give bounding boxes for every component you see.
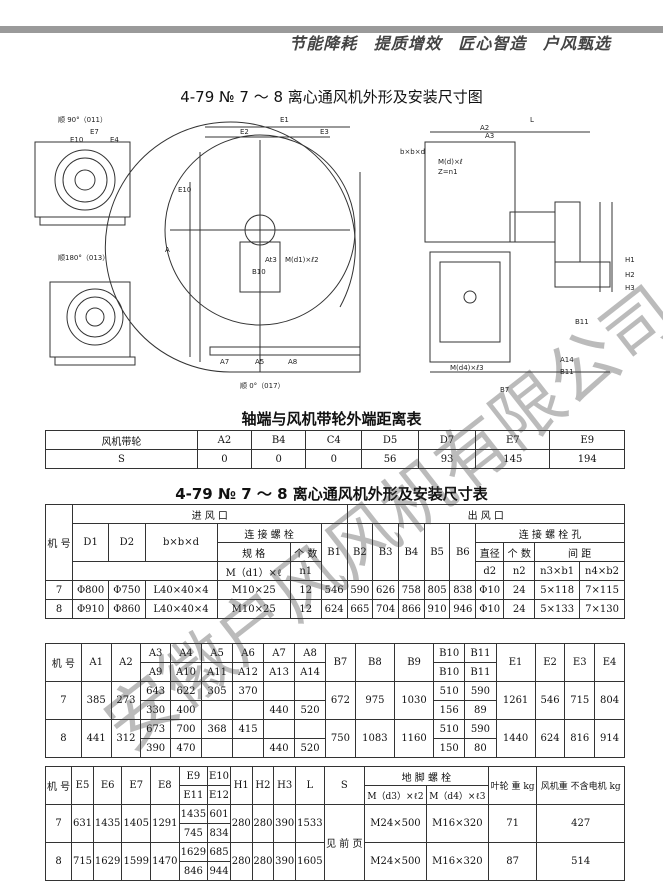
size-table-inlet-outlet: 机 号 进 风 口 出 风 口 D1 D2 b×b×d 连 接 螺 栓 B1 B… <box>45 504 625 619</box>
t1-machine: 机 号 <box>45 504 73 581</box>
t1-count2: 个 数 <box>503 542 536 562</box>
view-label-0: 顺 0°（017） <box>240 382 285 390</box>
t1-count: 个 数 <box>289 542 322 562</box>
svg-text:A: A <box>165 246 170 254</box>
t1-bolt-hole: 连 接 螺 栓 孔 <box>475 523 625 543</box>
dist-c1: 0 <box>196 449 252 469</box>
t1-h-B5: B5 <box>423 523 451 581</box>
dist-h1: A2 <box>196 430 252 450</box>
svg-text:L: L <box>530 116 534 124</box>
svg-text:A5: A5 <box>255 358 264 366</box>
t1-h-B4: B4 <box>397 523 425 581</box>
svg-text:b×b×d: b×b×d <box>400 148 425 156</box>
dist-h2: B4 <box>250 430 307 450</box>
t1-h-bbd: b×b×d <box>144 523 218 562</box>
svg-text:B7: B7 <box>500 386 509 394</box>
dist-h0: 风机带轮 <box>45 430 198 450</box>
svg-text:B11: B11 <box>575 318 589 326</box>
dist-c6: 145 <box>475 449 551 469</box>
svg-text:H3: H3 <box>625 284 635 292</box>
svg-text:E4: E4 <box>110 136 119 144</box>
t1-h-n1: n1 <box>289 561 322 581</box>
header-rule <box>0 26 663 33</box>
t1-h-M: M（d1）×ℓ <box>216 561 291 581</box>
svg-text:E1: E1 <box>280 116 289 124</box>
distance-table: 风机带轮 A2 B4 C4 D5 D7 E7 E9 S 0 0 0 56 93 … <box>45 430 625 469</box>
svg-text:At3: At3 <box>265 256 277 264</box>
svg-text:H1: H1 <box>625 256 635 264</box>
dist-h7: E9 <box>549 430 625 450</box>
t1-bolt: 连 接 螺 栓 <box>216 523 322 543</box>
svg-text:A3: A3 <box>485 132 494 140</box>
svg-text:E10: E10 <box>178 186 191 194</box>
slogan-4: 户风甄选 <box>542 34 611 53</box>
dist-c2: 0 <box>250 449 307 469</box>
t1-h-n4b2: n4×b2 <box>579 561 625 581</box>
dist-c0: S <box>45 449 198 469</box>
t1-h-B2: B2 <box>346 523 374 581</box>
svg-text:E10: E10 <box>70 136 83 144</box>
view-label-90: 顺 90°（011） <box>58 116 107 124</box>
svg-text:M(d)×ℓ: M(d)×ℓ <box>438 158 463 166</box>
t1-dia: 直径 <box>475 542 505 562</box>
dist-h5: D7 <box>418 430 477 450</box>
dist-h4: D5 <box>361 430 420 450</box>
slogan-3: 匠心智造 <box>458 34 527 53</box>
t1-inlet: 进 风 口 <box>72 504 348 524</box>
svg-text:M(d4)×ℓ3: M(d4)×ℓ3 <box>450 364 484 372</box>
t1-h-n2: n2 <box>503 561 536 581</box>
t1-spacing: 间 距 <box>534 542 625 562</box>
svg-text:A8: A8 <box>288 358 297 366</box>
svg-text:B10: B10 <box>252 268 266 276</box>
t1-h-n3b1: n3×b1 <box>534 561 581 581</box>
svg-text:Z=n1: Z=n1 <box>438 168 458 176</box>
size-table-title: 4-79 № 7 ～ 8 离心通风机外形及安装尺寸表 <box>175 485 488 503</box>
svg-text:M(d1)×ℓ2: M(d1)×ℓ2 <box>285 256 319 264</box>
svg-text:A14: A14 <box>560 356 574 364</box>
t1-h-D2: D2 <box>108 523 146 562</box>
slogan-1: 节能降耗 <box>289 34 358 53</box>
svg-text:E7: E7 <box>90 128 99 136</box>
t1-outlet: 出 风 口 <box>346 504 625 524</box>
t1-spec: 规 格 <box>216 542 291 562</box>
t1-h-B6: B6 <box>449 523 477 581</box>
view-label-180: 顺180°（013） <box>58 254 109 262</box>
slogan-2: 提质增效 <box>373 34 442 53</box>
slogans: 节能降耗 提质增效 匠心智造 户风甄选 <box>279 30 611 54</box>
distance-table-title: 轴端与风机带轮外端距离表 <box>241 410 422 428</box>
svg-text:A7: A7 <box>220 358 229 366</box>
dist-h6: E7 <box>475 430 551 450</box>
svg-text:H2: H2 <box>625 271 635 279</box>
svg-text:B11: B11 <box>560 368 574 376</box>
dist-c4: 56 <box>361 449 420 469</box>
slogan-bar: 节能降耗 提质增效 匠心智造 户风甄选 <box>0 27 663 69</box>
t1-h-d2: d2 <box>475 561 505 581</box>
dist-h3: C4 <box>305 430 363 450</box>
t1-h-B3: B3 <box>372 523 399 581</box>
dist-c5: 93 <box>418 449 477 469</box>
svg-text:A2: A2 <box>480 124 489 132</box>
svg-text:E2: E2 <box>240 128 249 136</box>
drawing-title: 4-79 № 7 ～ 8 离心通风机外形及安装尺寸图 <box>180 88 483 106</box>
t1-h-B1: B1 <box>320 523 348 581</box>
svg-text:E3: E3 <box>320 128 329 136</box>
t1-h-D1: D1 <box>71 523 110 562</box>
dist-c3: 0 <box>305 449 363 469</box>
dist-c7: 194 <box>549 449 625 469</box>
